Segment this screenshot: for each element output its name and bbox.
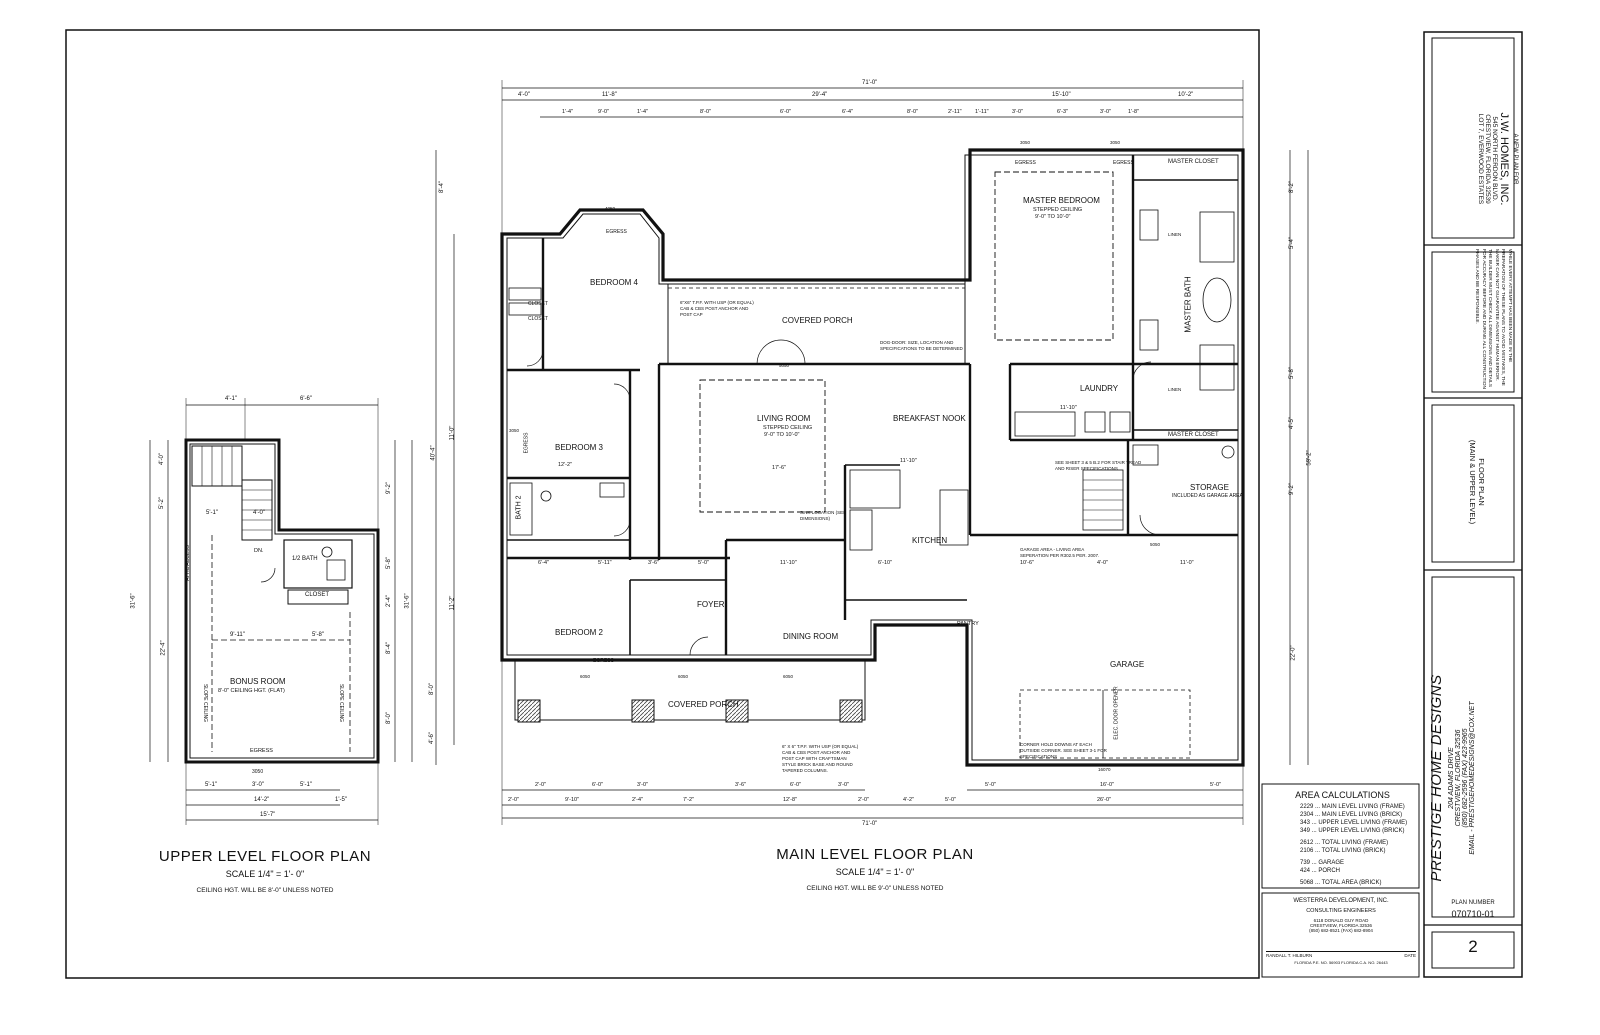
firm-panel: PRESTIGE HOME DESIGNS 204 ADAMS DRIVE CR… [1428, 613, 1520, 943]
area-row: 424 ... PORCH [1300, 868, 1341, 874]
main-plan-scale: SCALE 1/4" = 1'- 0" [835, 867, 915, 877]
engineer-date-label: DATE [1404, 953, 1416, 958]
engineer-subtitle: CONSULTING ENGINEERS [1306, 908, 1376, 914]
engineer-signer: RANDALL T. HILBURN [1266, 953, 1313, 958]
area-row: 343 ... UPPER LEVEL LIVING (FRAME) [1300, 820, 1408, 826]
client-addr-2: CRESTVIEW, FLORIDA 32539 [1484, 114, 1491, 204]
client-panel: A NEW PLAN FOR J.W. HOMES, INC. 545 NORT… [1428, 54, 1518, 264]
engineer-block: WESTERRA DEVELOPMENT, INC. CONSULTING EN… [1266, 898, 1416, 965]
sheet-title-1: FLOOR PLAN [1477, 458, 1486, 506]
upper-plan-caption: UPPER LEVEL FLOOR PLAN SCALE 1/4" = 1'- … [150, 848, 380, 894]
client-prefix: A NEW PLAN FOR [1512, 133, 1518, 185]
firm-addr-1: 204 ADAMS DRIVE [1448, 747, 1455, 809]
disclaimer-panel: WHILE EVERY ATTEMPT HAS BEEN MADE IN THE… [1432, 249, 1513, 389]
sheet-border [65, 29, 1260, 979]
upper-level-plan [149, 398, 413, 825]
main-level-plan [435, 80, 1309, 825]
client-name: J.W. HOMES, INC. [1498, 112, 1510, 206]
upper-plan-note: CEILING HGT. WILL BE 8'-0" UNLESS NOTED [196, 887, 334, 894]
sheet-title-panel: FLOOR PLAN (MAIN & UPPER LEVEL) [1448, 402, 1498, 562]
firm-name: PRESTIGE HOME DESIGNS [1428, 674, 1445, 882]
firm-addr-2: CRESTVIEW, FLORIDA 32536 [1455, 729, 1462, 827]
firm-phone: (850) 682-2596 (FAX) 423-9965 [1462, 728, 1469, 828]
area-calculations-box: AREA CALCULATIONS 2229 ... MAIN LEVEL LI… [1270, 790, 1415, 887]
main-plan-title: MAIN LEVEL FLOOR PLAN [776, 846, 974, 863]
sheet-number: 2 [1468, 937, 1478, 956]
engineer-addr-1: 6118 DONALD GUY ROAD [1313, 918, 1369, 923]
area-row: 349 ... UPPER LEVEL LIVING (BRICK) [1300, 828, 1405, 834]
title-block-border [1423, 31, 1523, 978]
client-addr-1: 545 NORTH FERDON BLVD. [1491, 116, 1498, 202]
client-lot: LOT 7, EVERWOOD ESTATES [1477, 113, 1484, 205]
sheet-title-2: (MAIN & UPPER LEVEL) [1468, 439, 1477, 525]
plan-number-label: PLAN NUMBER [1451, 900, 1495, 906]
firm-email: EMAIL - PRESTIGEHOMEDESIGNS@COX.NET [1469, 701, 1476, 855]
plan-number: 070710-01 [1451, 909, 1495, 919]
area-calculations-title: AREA CALCULATIONS [1295, 790, 1390, 800]
upper-plan-scale: SCALE 1/4" = 1'- 0" [225, 869, 305, 879]
main-plan-note: CEILING HGT. WILL BE 9'-0" UNLESS NOTED [806, 885, 944, 892]
disclaimer-text: WHILE EVERY ATTEMPT HAS BEEN MADE IN THE… [1474, 249, 1513, 389]
engineer-phone: (850) 682-8521 (FAX) 682-8904 [1309, 928, 1373, 933]
engineer-addr-2: CRESTVIEW, FLORIDA 32536 [1309, 923, 1373, 928]
area-row: 5068 ... TOTAL AREA (BRICK) [1300, 880, 1382, 886]
plan-number-panel: PLAN NUMBER 070710-01 [1432, 900, 1514, 919]
engineer-firm: WESTERRA DEVELOPMENT, INC. [1293, 898, 1389, 904]
main-plan-caption: MAIN LEVEL FLOOR PLAN SCALE 1/4" = 1'- 0… [760, 846, 990, 892]
engineer-license: FLORIDA P.E. NO. 56903 FLORIDA C.A. NO. … [1294, 960, 1388, 965]
upper-plan-title: UPPER LEVEL FLOOR PLAN [158, 848, 372, 865]
area-row: 739 ... GARAGE [1300, 860, 1345, 866]
area-row: 2229 ... MAIN LEVEL LIVING (FRAME) [1300, 804, 1405, 810]
title-block: A NEW PLAN FOR J.W. HOMES, INC. 545 NORT… [1424, 32, 1522, 977]
area-row: 2304 ... MAIN LEVEL LIVING (BRICK) [1300, 812, 1403, 818]
area-row: 2612 ... TOTAL LIVING (FRAME) [1300, 840, 1389, 846]
area-row: 2106 ... TOTAL LIVING (BRICK) [1300, 848, 1386, 854]
